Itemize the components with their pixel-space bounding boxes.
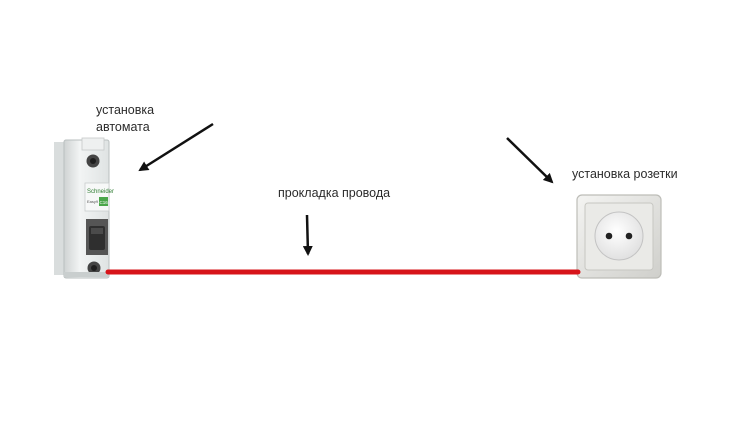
- breaker-label: установка автомата: [96, 102, 154, 136]
- wire-label: прокладка провода: [278, 185, 390, 202]
- breaker-model-text: Easy9: [87, 199, 99, 204]
- power-socket-icon: [577, 195, 661, 278]
- breaker-label-line2: автомата: [96, 119, 154, 136]
- arrow-icon: [507, 138, 552, 182]
- breaker-rating-text: C16: [100, 200, 109, 205]
- circuit-breaker-icon: Schneider C16 Easy9: [54, 138, 114, 278]
- breaker-brand-text: Schneider: [87, 189, 114, 195]
- breaker-label-line1: установка: [96, 102, 154, 119]
- socket-label: установка розетки: [572, 166, 678, 183]
- arrow-icon: [307, 215, 308, 254]
